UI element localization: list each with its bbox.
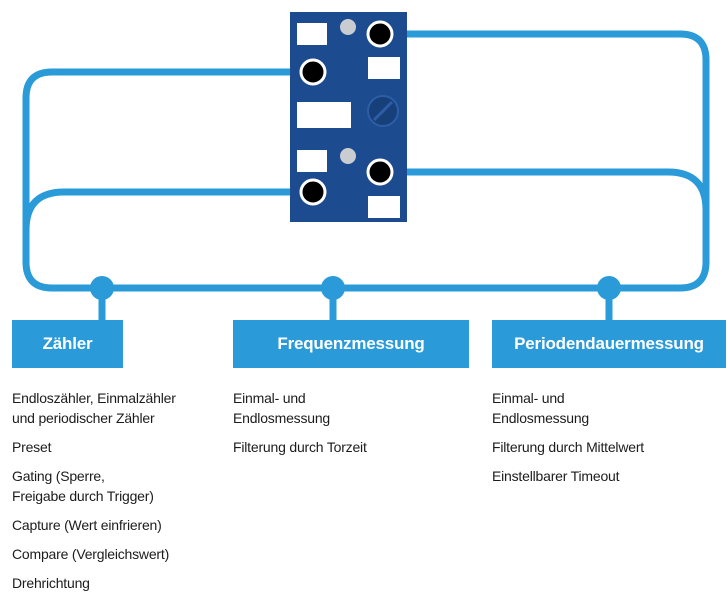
header-period: Periodendauermessung bbox=[492, 320, 726, 368]
connector-port-icon bbox=[366, 158, 394, 186]
junction-dot bbox=[321, 276, 345, 300]
header-counter: Zähler bbox=[12, 320, 123, 368]
junction-dot bbox=[90, 276, 114, 300]
wire-loop-inner bbox=[376, 168, 710, 266]
feature-item: Preset bbox=[12, 439, 52, 455]
connector-port-icon bbox=[299, 58, 327, 86]
label-field-icon bbox=[297, 150, 327, 172]
label-field-icon bbox=[297, 23, 327, 45]
led-indicator-icon bbox=[340, 19, 356, 35]
label-field-icon bbox=[368, 57, 400, 79]
feature-item: Drehrichtung bbox=[12, 575, 90, 591]
column-counter: Endloszähler, Einmalzähler und periodisc… bbox=[12, 388, 176, 602]
label-field-icon bbox=[297, 102, 351, 128]
label-field-icon bbox=[368, 196, 400, 218]
io-module bbox=[290, 12, 407, 222]
feature-item: Einmal- und Endlosmessung bbox=[233, 390, 331, 426]
feature-item: Einstellbarer Timeout bbox=[492, 468, 620, 484]
feature-item: Compare (Vergleichswert) bbox=[12, 546, 170, 562]
feature-item: Endloszähler, Einmalzähler und periodisc… bbox=[12, 390, 176, 426]
junction-dot bbox=[597, 276, 621, 300]
feature-item: Filterung durch Torzeit bbox=[233, 439, 367, 455]
led-indicator-icon bbox=[340, 148, 356, 164]
feature-item: Capture (Wert einfrieren) bbox=[12, 517, 162, 533]
header-frequency: Frequenzmessung bbox=[233, 320, 469, 368]
wire-loop-outer bbox=[22, 30, 710, 292]
connector-port-icon bbox=[366, 20, 394, 48]
column-frequency: Einmal- und Endlosmessung Filterung durc… bbox=[233, 388, 367, 466]
feature-item: Einmal- und Endlosmessung bbox=[492, 390, 590, 426]
feature-item: Filterung durch Mittelwert bbox=[492, 439, 644, 455]
feature-item: Gating (Sperre, Freigabe durch Trigger) bbox=[12, 468, 154, 504]
wire-loop-inner-left bbox=[22, 188, 317, 266]
column-period: Einmal- und Endlosmessung Filterung durc… bbox=[492, 388, 644, 495]
connector-port-icon bbox=[299, 178, 327, 206]
